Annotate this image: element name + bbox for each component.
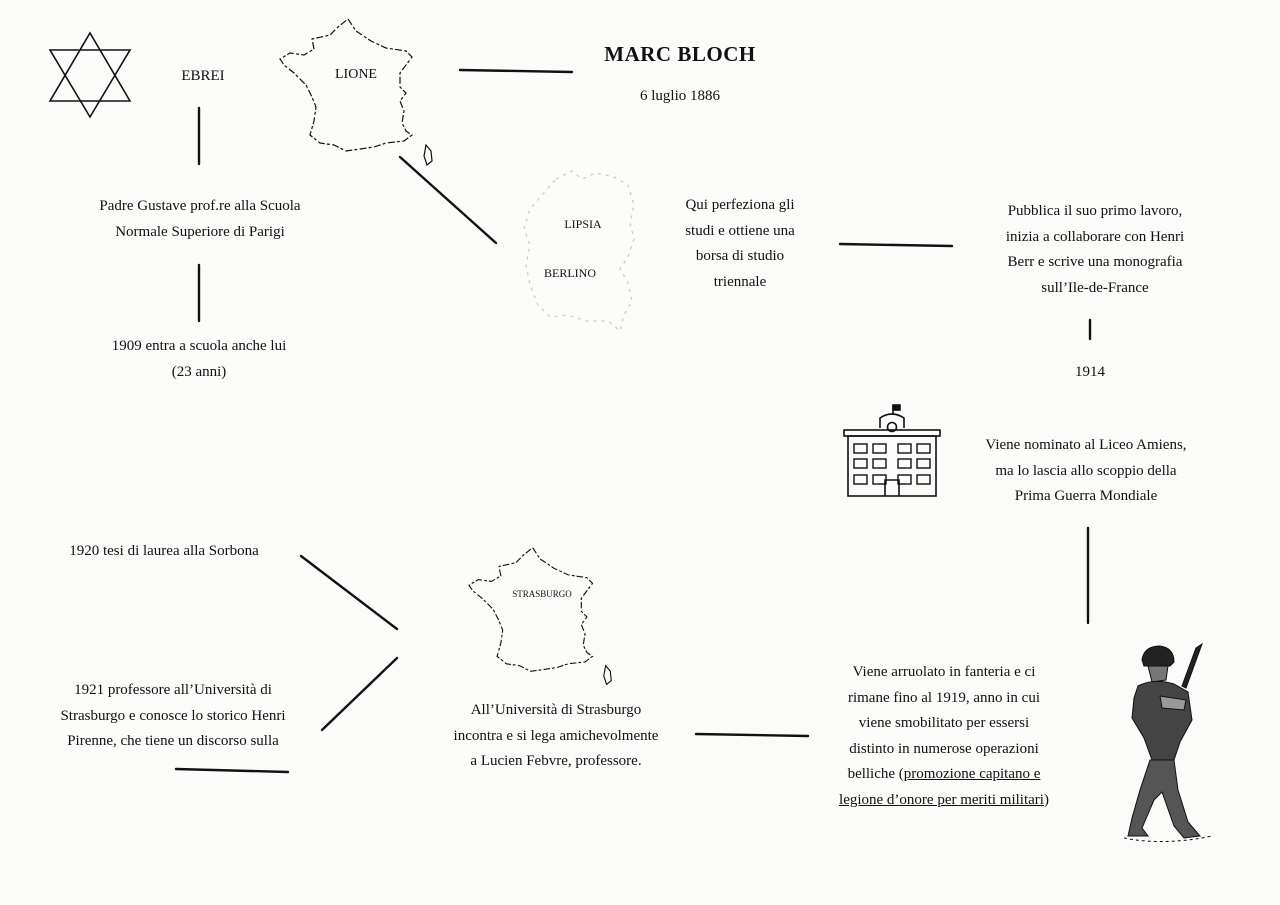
connector-1921-strasburgo [320, 656, 399, 732]
connector-lione-title [458, 68, 574, 74]
lione-label: LIONE [335, 67, 377, 82]
studies-node: Qui perfeziona gli studi e ottiene una b… [685, 197, 795, 290]
germany-map-icon [523, 170, 635, 333]
father-node: Padre Gustave prof.re alla Scuola Normal… [99, 198, 301, 240]
school-building-icon [843, 404, 941, 497]
soldier-icon [1123, 642, 1213, 843]
connector-1921-end [174, 767, 290, 774]
strasburgo-map-icon [468, 546, 612, 686]
birth-date: 6 luglio 1886 [639, 88, 720, 104]
lipsia-label: LIPSIA [564, 217, 602, 231]
france-map-icon [279, 18, 433, 167]
ebrei-label: EBREI [181, 68, 225, 84]
prof-1921-node: 1921 professore all’Università di Strasb… [60, 682, 286, 749]
connector-lione-germany [398, 155, 498, 245]
school-1909-node: 1909 entra a scuola anche lui (23 anni) [111, 338, 287, 380]
page-title: MARC BLOCH [604, 42, 756, 66]
connector-1920-strasburgo [299, 554, 399, 631]
first-work-node: Pubblica il suo primo lavoro, inizia a c… [1005, 203, 1185, 296]
strasburgo-label: STRASBURGO [512, 589, 572, 599]
strasburgo-node: All’Università di Strasburgo incontra e … [453, 702, 659, 769]
berlino-label: BERLINO [544, 266, 596, 280]
star-of-david-icon [48, 31, 132, 119]
connector-army-strasburgo [694, 732, 810, 738]
thesis-1920-node: 1920 tesi di laurea alla Sorbona [69, 543, 259, 559]
army-node: Viene arruolato in fanteria e ci rimane … [839, 664, 1049, 808]
amiens-node: Viene nominato al Liceo Amiens, ma lo la… [985, 437, 1187, 504]
year-1914: 1914 [1075, 364, 1105, 380]
connector-studies-firstwork [838, 242, 954, 248]
